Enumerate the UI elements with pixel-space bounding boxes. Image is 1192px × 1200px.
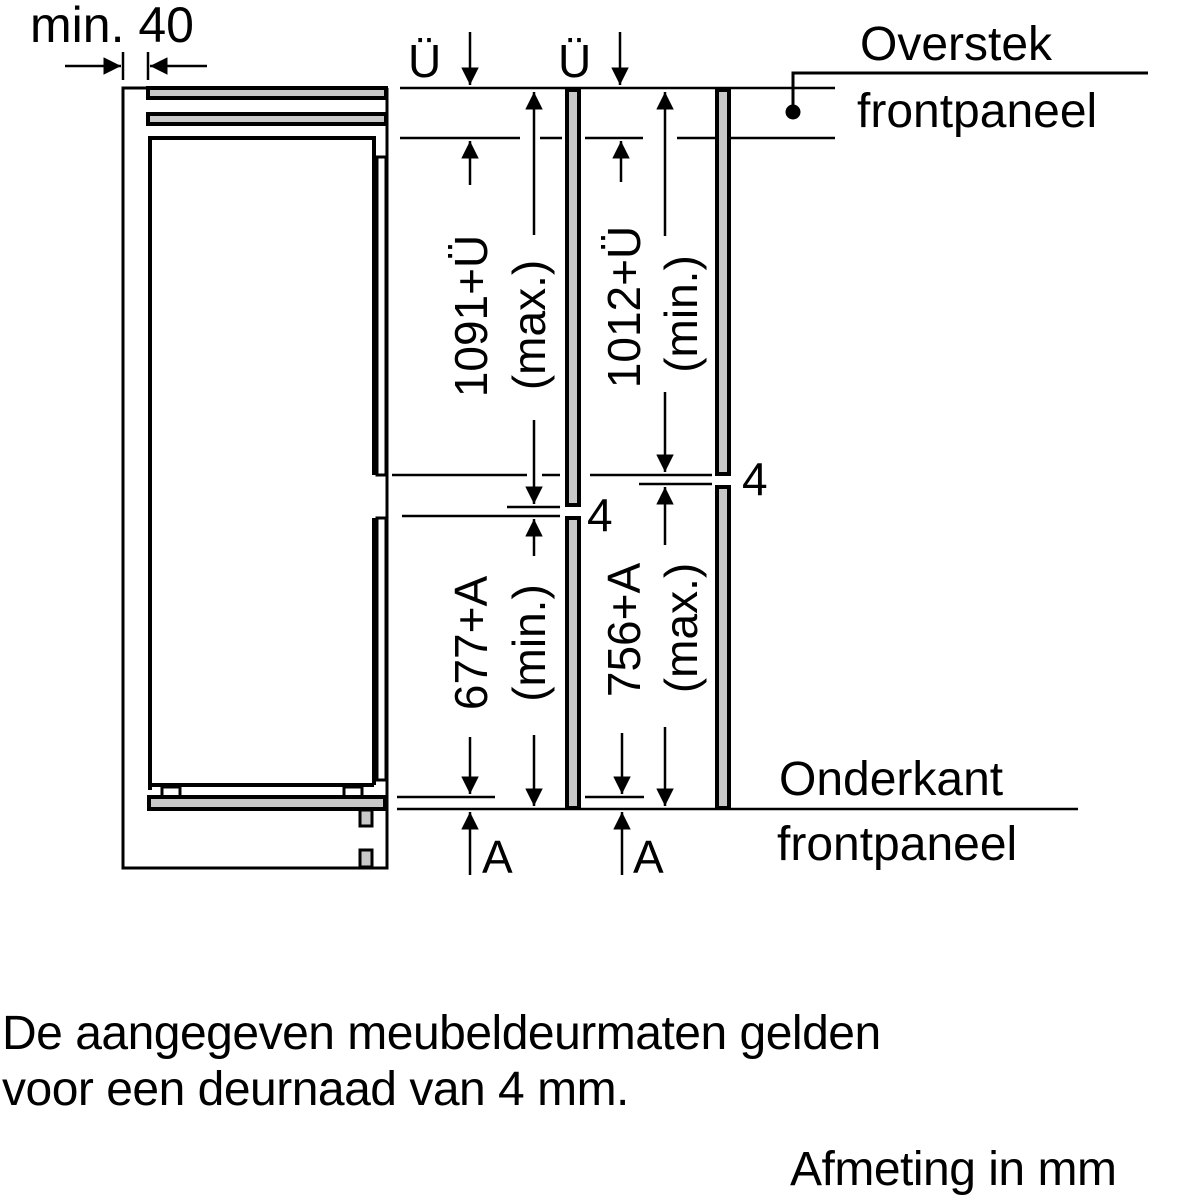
lower-door-min-value: 677+A: [445, 576, 497, 711]
overhang-leader: [785, 71, 1148, 120]
upper-door-min-value: 1012+Ü: [598, 226, 650, 388]
lower-door-right: [715, 485, 731, 810]
bottom-label-line1: Onderkant: [779, 753, 1003, 806]
dimension-arrows: [461, 92, 674, 875]
overhang-symbol-left: Ü: [408, 35, 441, 87]
reference-lines: [392, 86, 1078, 811]
upper-door-left: [565, 88, 581, 507]
lower-door-min-qualifier: (min.): [503, 584, 555, 702]
overhang-symbol-right: Ü: [558, 35, 591, 87]
overhang-arrows: [461, 32, 630, 185]
lower-door-max-qualifier: (max.): [655, 563, 707, 693]
bottom-label-line2: frontpaneel: [777, 818, 1017, 871]
bottom-symbol-right: A: [633, 831, 664, 883]
upper-door-max-qualifier: (max.): [503, 260, 555, 390]
door-gap-left-label: 4: [587, 489, 613, 541]
overhang-label-line2: frontpaneel: [857, 85, 1097, 138]
lower-door-max-value: 756+A: [598, 563, 650, 698]
overhang-label-line1: Overstek: [860, 18, 1053, 71]
upper-door-min-qualifier: (min.): [655, 255, 707, 373]
cabinet-outline: [121, 86, 389, 870]
footer-note-line1: De aangegeven meubeldeurmaten gelden: [2, 1007, 881, 1060]
door-gap-right-label: 4: [742, 453, 768, 505]
gap-label: min. 40: [30, 0, 194, 53]
units-label: Afmeting in mm: [790, 1143, 1117, 1196]
lower-door-left: [565, 516, 581, 810]
upper-door-right: [715, 88, 731, 476]
gap-dimension: [65, 52, 207, 80]
footer-note-line2: voor een deurnaad van 4 mm.: [2, 1063, 629, 1116]
door-panels: [565, 88, 731, 810]
upper-door-max-value: 1091+Ü: [445, 235, 497, 397]
bottom-symbol-left: A: [482, 831, 513, 883]
